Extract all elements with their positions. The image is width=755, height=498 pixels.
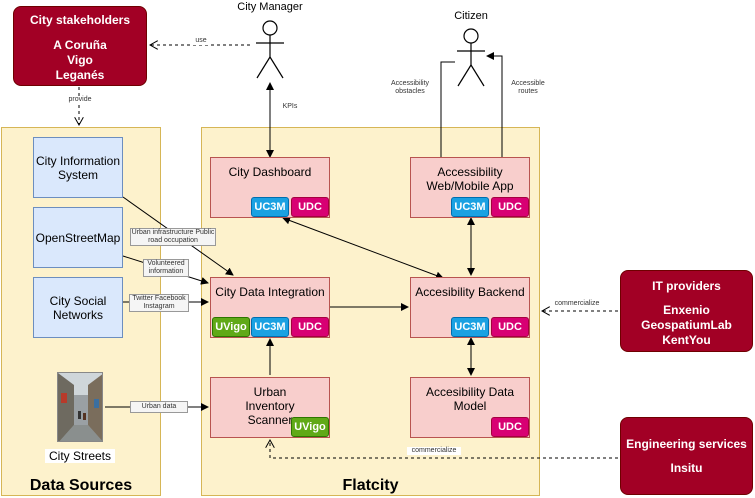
uc3m-badge: UC3M — [451, 317, 489, 337]
commercialize-it-label: commercialize — [552, 300, 602, 308]
obstacles-label: Accessibility obstacles — [385, 80, 435, 96]
component-label: Accesibility Data Model — [425, 385, 515, 413]
city-manager-actor — [256, 20, 284, 79]
source-label: OpenStreetMap — [35, 230, 121, 245]
component-label: Urban Inventory Scanner — [245, 385, 295, 427]
urban-data-label: Urban data — [130, 401, 188, 413]
uvigo-badge: UVigo — [291, 417, 329, 437]
use-label: use — [192, 37, 210, 45]
component-label: Accesibility Backend — [415, 285, 525, 299]
it-provider-item: Enxenio — [663, 303, 710, 317]
stakeholders-title: City stakeholders — [29, 13, 131, 27]
engineering-item: Insitu — [670, 461, 703, 475]
citizen-label: Citizen — [454, 10, 488, 22]
city-dashboard: City Dashboard UC3M UDC — [210, 157, 330, 218]
city-streets-label: City Streets — [45, 449, 115, 463]
uc3m-badge: UC3M — [251, 197, 289, 217]
city-manager-label: City Manager — [237, 1, 303, 13]
accessibility-data-model: Accesibility Data Model UDC — [410, 377, 530, 438]
kpis-label: KPIs — [279, 103, 301, 111]
city-data-integration: City Data Integration UVigo UC3M UDC — [210, 277, 330, 338]
udc-badge: UDC — [491, 197, 529, 217]
flatcity-title: Flatcity — [342, 477, 399, 494]
component-label: Accessibility Web/Mobile App — [426, 165, 514, 193]
accessibility-web-app: Accessibility Web/Mobile App UC3M UDC — [410, 157, 530, 218]
openstreetmap: OpenStreetMap — [33, 207, 123, 268]
city-information-system: City Information System — [33, 137, 123, 198]
source-label: City Social Networks — [49, 293, 107, 322]
accessibility-backend: Accesibility Backend UC3M UDC — [410, 277, 530, 338]
street-image — [58, 373, 102, 441]
urban-infrastructure-label: Urban infrastructure Public road occupat… — [130, 228, 216, 246]
commercialize-eng-label: commercialize — [407, 447, 461, 455]
udc-badge: UDC — [291, 197, 329, 217]
city-streets-photo — [57, 372, 103, 442]
engineering-title: Engineering services — [626, 437, 747, 451]
provide-label: provide — [64, 96, 96, 104]
component-label: City Data Integration — [215, 285, 325, 299]
source-label: City Information System — [35, 153, 121, 182]
udc-badge: UDC — [291, 317, 329, 337]
stakeholder-item: A Coruña — [53, 38, 107, 52]
data-sources-title: Data Sources — [29, 477, 133, 494]
stakeholder-item: Leganés — [55, 68, 105, 82]
uc3m-badge: UC3M — [251, 317, 289, 337]
it-provider-item: GeospatiumLab — [641, 318, 732, 332]
routes-label: Accessible routes — [506, 80, 550, 96]
city-stakeholders-box: City stakeholders A Coruña Vigo Leganés — [13, 6, 147, 86]
volunteered-label: Volunteered information — [143, 259, 189, 277]
it-provider-item: KentYou — [662, 333, 711, 347]
social-feeds-label: Twitter Facebook Instagram — [129, 294, 189, 312]
udc-badge: UDC — [491, 317, 529, 337]
uc3m-badge: UC3M — [451, 197, 489, 217]
engineering-services-box: Engineering services Insitu — [620, 417, 753, 495]
it-providers-box: IT providers Enxenio GeospatiumLab KentY… — [620, 270, 753, 352]
component-label: City Dashboard — [228, 165, 312, 179]
urban-inventory-scanner: Urban Inventory Scanner UVigo — [210, 377, 330, 438]
it-providers-title: IT providers — [652, 279, 721, 293]
uvigo-badge: UVigo — [212, 317, 250, 337]
city-social-networks: City Social Networks — [33, 277, 123, 338]
udc-badge: UDC — [491, 417, 529, 437]
stakeholder-item: Vigo — [67, 53, 93, 67]
citizen-actor — [457, 28, 485, 87]
